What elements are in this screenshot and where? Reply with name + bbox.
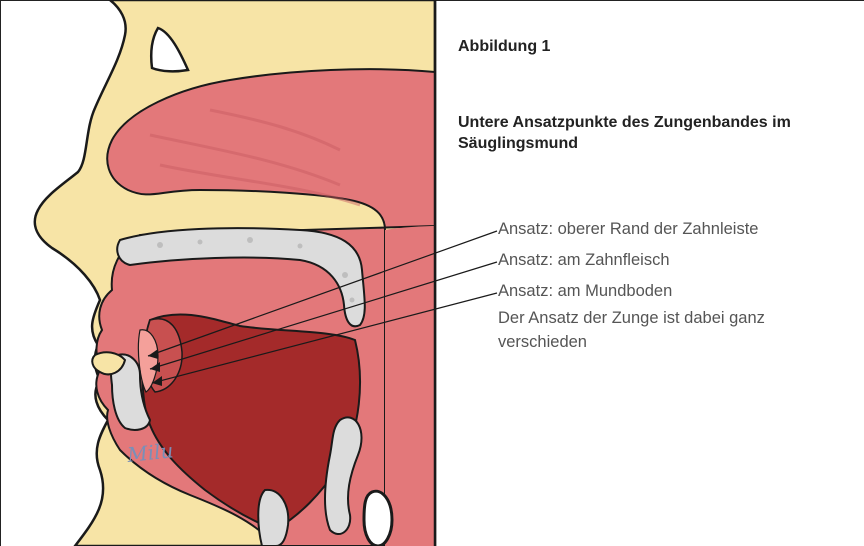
- attachment-note: Der Ansatz der Zunge ist dabei ganz vers…: [498, 306, 828, 354]
- label-mouth-floor: Ansatz: am Mundboden: [498, 282, 672, 301]
- label-gum: Ansatz: am Zahnfleisch: [498, 251, 670, 270]
- trachea-ring: [364, 491, 392, 546]
- label-upper-ridge: Ansatz: oberer Rand der Zahnleiste: [498, 220, 758, 239]
- artist-signature: Milu: [125, 438, 174, 467]
- soft-palate: [385, 226, 435, 546]
- caption-panel: Abbildung 1 Untere Ansatzpunkte des Zung…: [458, 0, 858, 546]
- figure-title: Abbildung 1: [458, 38, 550, 56]
- figure-subtitle: Untere Ansatzpunkte des Zungenbandes im …: [458, 112, 850, 154]
